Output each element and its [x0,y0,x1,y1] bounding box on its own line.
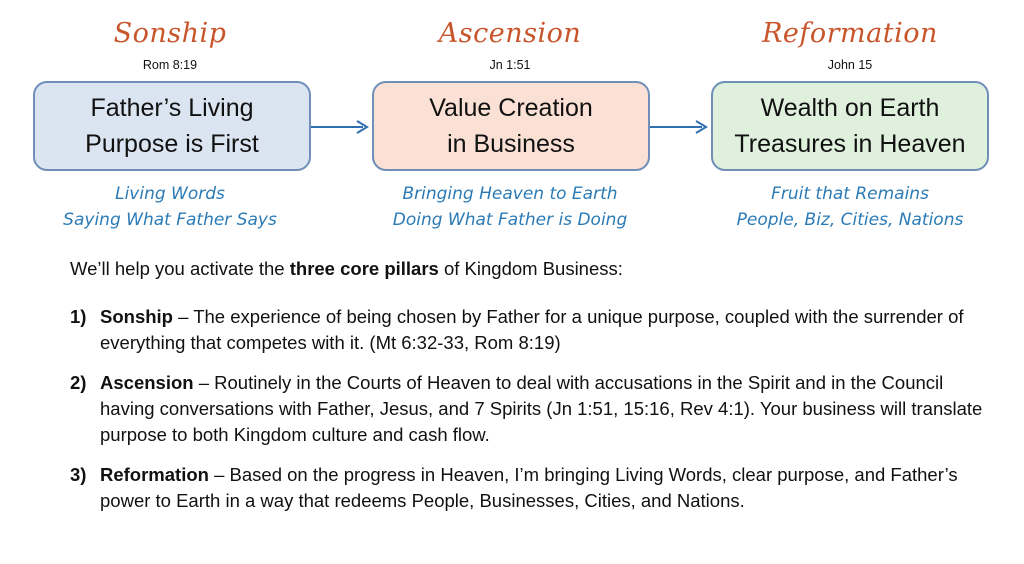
pillar-title: Ascension [438,18,582,49]
pillar-subtitle-line: Living Words [115,184,225,204]
list-item: 3) Reformation – Based on the progress i… [70,462,990,514]
pillar-box-ascension: Value Creation in Business [372,81,650,171]
pillar-subtitle: Bringing Heaven to Earth Doing What Fath… [360,181,660,233]
list-item: 1) Sonship – The experience of being cho… [70,304,990,356]
list-number: 1) [70,306,87,327]
pillar-title: Sonship [113,18,227,49]
box-line: Wealth on Earth [760,94,940,122]
pillar-subtitle-line: Bringing Heaven to Earth [402,184,618,204]
box-line: Value Creation [429,94,593,122]
pillar-reference: John 15 [827,58,873,72]
box-line: Father’s Living [90,94,254,122]
box-line: in Business [447,130,575,158]
pillar-title: Reformation [762,18,938,49]
arrow-right-icon [311,120,369,134]
pillar-subtitle-line: Fruit that Remains [771,184,929,204]
pillar-subtitle-line: People, Biz, Cities, Nations [736,210,964,230]
pillar-subtitle-line: Doing What Father is Doing [392,210,628,230]
list-item-name: Reformation [100,464,209,485]
pillar-subtitle: Fruit that Remains People, Biz, Cities, … [700,181,1000,233]
pillar-subtitle-line: Saying What Father Says [63,210,277,230]
intro-bold: three core pillars [289,258,439,279]
box-line: Purpose is First [85,130,259,158]
intro-post: of Kingdom Business: [438,258,623,279]
intro-text: We’ll help you activate the three core p… [70,258,623,280]
list-item-name: Sonship [100,306,173,327]
pillar-list: 1) Sonship – The experience of being cho… [70,304,990,528]
arrow-right-icon [650,120,708,134]
list-item-text: – Routinely in the Courts of Heaven to d… [100,372,983,445]
list-number: 3) [70,464,87,485]
list-item-text: – Based on the progress in Heaven, I’m b… [100,464,958,511]
list-number: 2) [70,372,87,393]
pillar-subtitle: Living Words Saying What Father Says [20,181,320,233]
pillar-box-reformation: Wealth on Earth Treasures in Heaven [711,81,989,171]
list-item-name: Ascension [100,372,194,393]
pillar-box-sonship: Father’s Living Purpose is First [33,81,311,171]
list-item-text: – The experience of being chosen by Fath… [100,306,964,353]
pillar-reference: Rom 8:19 [142,58,198,72]
pillar-reference: Jn 1:51 [489,58,531,72]
box-line: Treasures in Heaven [734,130,966,158]
intro-pre: We’ll help you activate the [70,258,290,279]
list-item: 2) Ascension – Routinely in the Courts o… [70,370,990,448]
